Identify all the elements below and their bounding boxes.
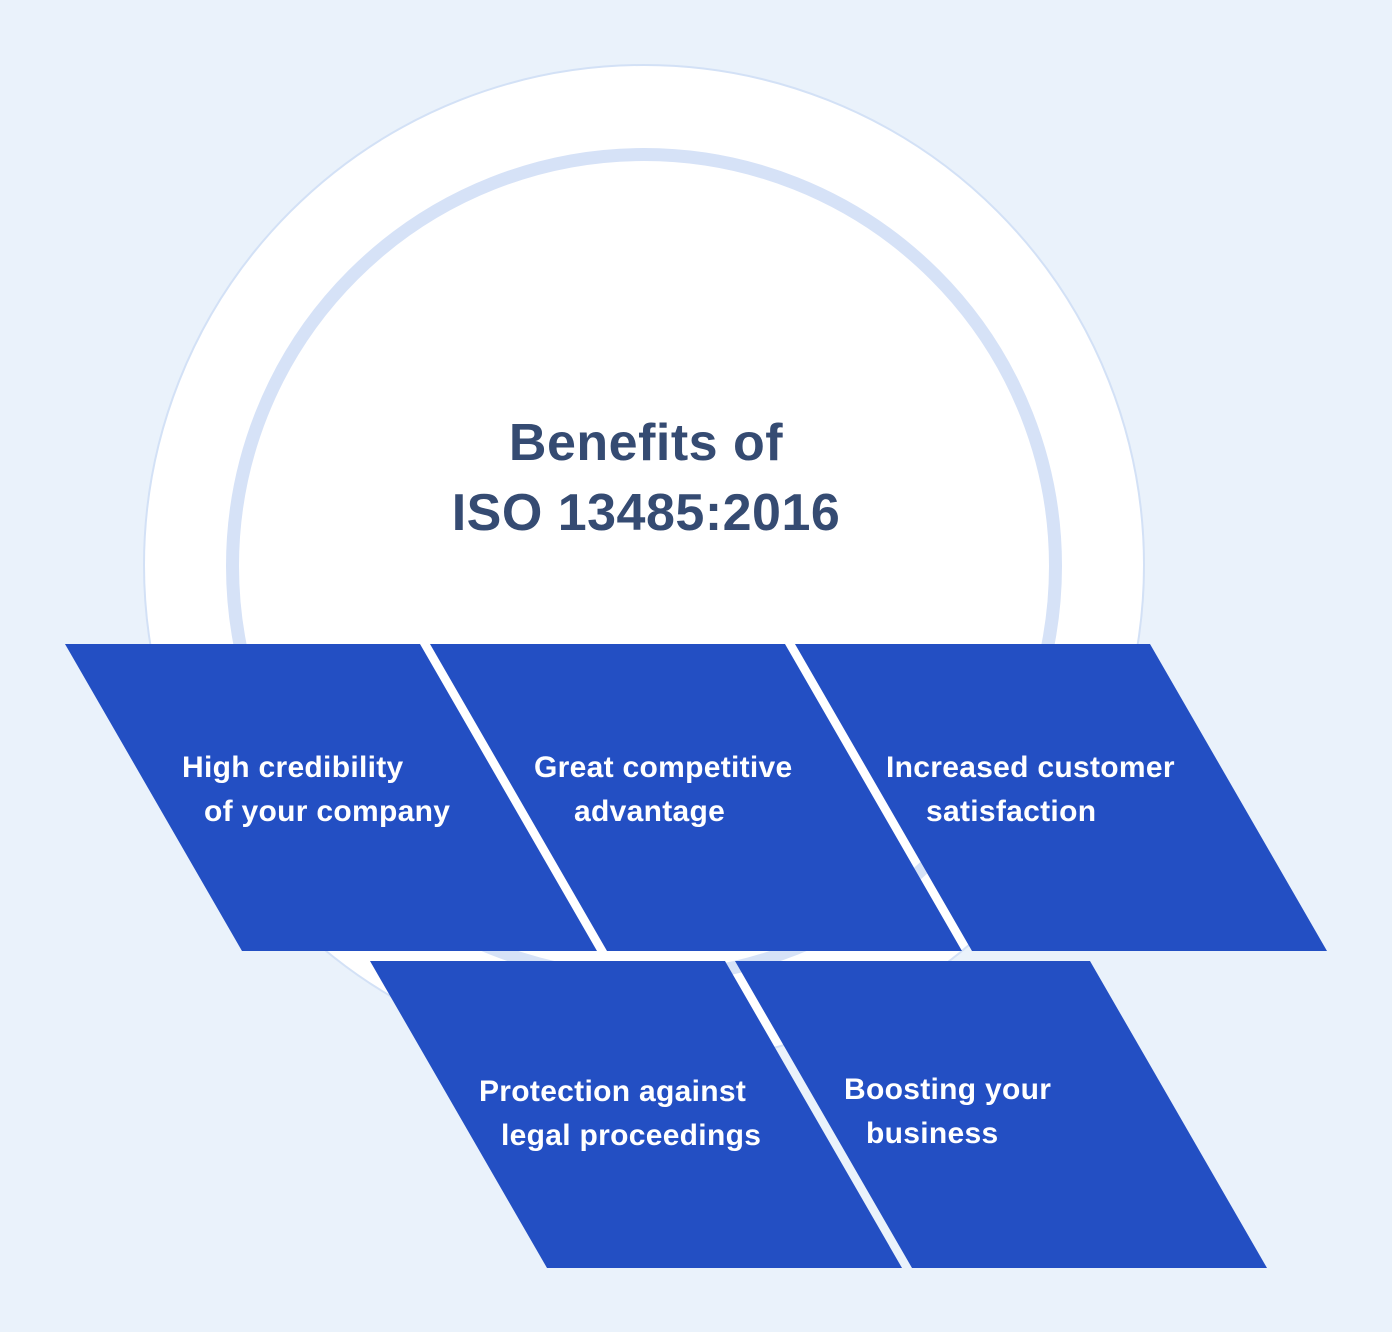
tile-high-credibility <box>65 644 597 951</box>
benefit-line-2: advantage <box>574 795 726 828</box>
benefit-label-competitive-advantage: Great competitive advantage <box>534 746 793 834</box>
diagram-title: Benefits of ISO 13485:2016 <box>396 408 896 548</box>
benefit-label-high-credibility: High credibility of your company <box>182 746 450 834</box>
benefit-line-1: Protection against <box>479 1075 747 1108</box>
benefit-line-2: satisfaction <box>926 795 1097 828</box>
benefit-line-2: business <box>866 1117 999 1150</box>
benefit-line-2: legal proceedings <box>501 1119 762 1152</box>
benefit-line-1: Increased customer <box>886 751 1175 784</box>
benefit-label-legal-protection: Protection against legal proceedings <box>479 1070 761 1158</box>
benefit-line-1: Boosting your <box>844 1073 1052 1106</box>
tile-boosting-business <box>735 961 1267 1268</box>
tile-customer-satisfaction <box>795 644 1327 951</box>
benefit-label-boosting-business: Boosting your business <box>844 1068 1051 1156</box>
title-line-1: Benefits of <box>508 414 784 472</box>
benefit-line-2: of your company <box>204 795 451 828</box>
benefit-label-customer-satisfaction: Increased customer satisfaction <box>886 746 1175 834</box>
benefit-line-1: High credibility <box>182 751 404 784</box>
title-line-2: ISO 13485:2016 <box>451 484 841 542</box>
benefit-line-1: Great competitive <box>534 751 793 784</box>
tile-competitive-advantage <box>430 644 962 951</box>
tile-legal-protection <box>370 961 902 1268</box>
